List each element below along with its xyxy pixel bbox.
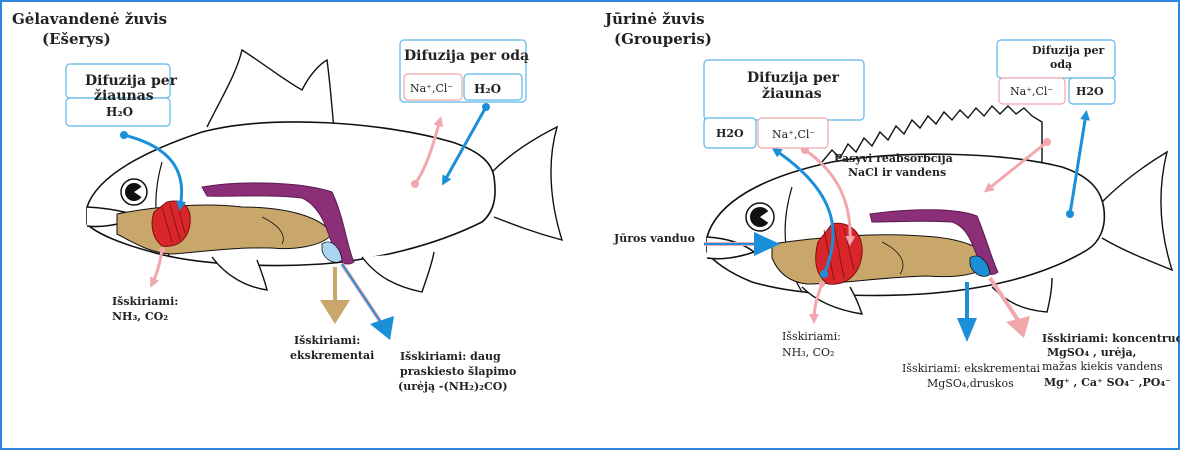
- right-eye: [746, 203, 774, 231]
- right-pelvic-fin: [802, 287, 862, 314]
- left-skin-h2o: H₂O: [474, 82, 501, 96]
- left-urine-line3: (urėją -(NH₂)₂CO): [398, 380, 508, 393]
- right-reabsorption-line2: NaCl ir vandens: [848, 166, 946, 179]
- right-urine-line1: Išskiriami: koncentruotas: [1042, 332, 1180, 345]
- right-skin-ions: Na⁺,Cl⁻: [1010, 85, 1053, 98]
- left-gill-excrete-line1: Išskiriami:: [112, 295, 178, 308]
- right-skin-box-line1: Difuzija per: [1032, 44, 1104, 57]
- right-tail-fin: [1102, 152, 1172, 270]
- right-gill-excrete-line2: NH₃, CO₂: [782, 346, 834, 359]
- right-feces-line1: Išskiriami: ekskrementai: [902, 362, 1041, 375]
- left-urine-line2: praskiesto šlapimo: [400, 365, 516, 378]
- right-feces-line2: MgSO₄,druskos: [927, 377, 1014, 390]
- left-gill-box-line1: Difuzija per: [85, 73, 178, 89]
- right-gill-h2o: H2O: [716, 127, 744, 140]
- right-gill-excrete-line1: Išskiriami:: [782, 330, 841, 343]
- left-gill-excrete-line2: NH₃, CO₂: [112, 310, 168, 323]
- right-urine-line3: mažas kiekis vandens: [1042, 360, 1163, 373]
- left-skin-ions: Na⁺,Cl⁻: [410, 82, 453, 95]
- right-gill-ions: Na⁺,Cl⁻: [772, 128, 815, 141]
- left-anal-fin: [362, 252, 434, 292]
- right-skin-h2o: H2O: [1076, 85, 1104, 98]
- right-gill-box-line1: Difuzija per: [747, 70, 840, 86]
- right-gill-box-line2: žiaunas: [762, 86, 822, 102]
- left-gill-h2o: H₂O: [106, 105, 133, 119]
- right-sea-water-label: Jūros vanduo: [613, 232, 695, 245]
- right-reabsorption-line1: Pasyvi reabsorbcija: [834, 152, 953, 165]
- left-feces-line1: Išskiriami:: [294, 334, 360, 347]
- left-gill-box-line2: žiaunas: [94, 88, 154, 104]
- left-feces-line2: ekskrementai: [290, 349, 374, 362]
- left-dorsal-fin: [207, 50, 334, 130]
- right-urine-line2: MgSO₄ , urėja,: [1047, 346, 1136, 359]
- right-urine-arrow: [1006, 316, 1030, 338]
- left-title: Gėlavandenė žuvis: [12, 10, 167, 28]
- left-urine-line1: Išskiriami: daug: [400, 350, 501, 363]
- left-tail-fin: [492, 127, 562, 240]
- right-urine-line4: Mg⁺ , Ca⁺ SO₄⁻ ,PO₄⁻: [1044, 376, 1171, 389]
- left-urine-arrow: [370, 316, 394, 340]
- right-feces-arrow: [957, 318, 977, 342]
- left-eye: [121, 179, 147, 205]
- right-skin-box-line2: odą: [1050, 58, 1072, 71]
- right-title: Jūrinė žuvis: [603, 10, 705, 28]
- left-subtitle: (Ešerys): [42, 30, 111, 48]
- right-subtitle: (Grouperis): [614, 30, 712, 48]
- left-gill-excrete-arrow: [152, 250, 162, 284]
- left-skin-box-title: Difuzija per odą: [404, 48, 529, 64]
- left-feces-arrow: [320, 300, 350, 324]
